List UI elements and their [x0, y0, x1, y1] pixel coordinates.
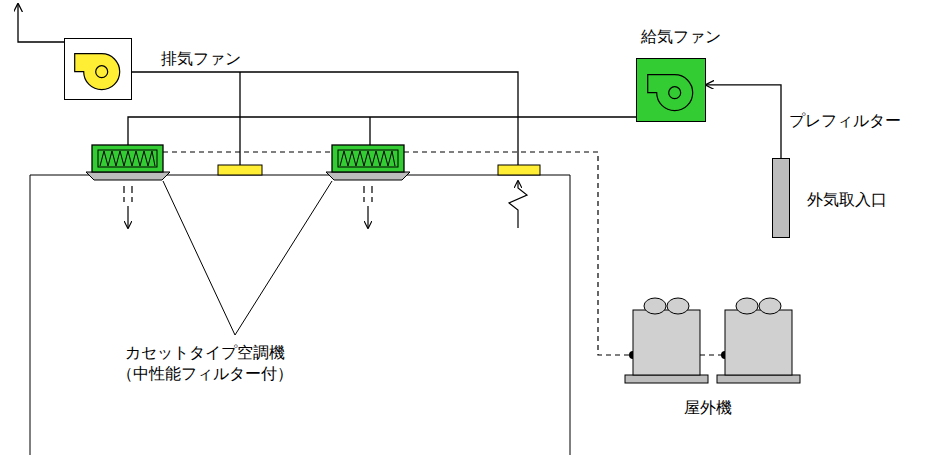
exhaust-airflow [509, 181, 527, 228]
outdoor-unit [625, 298, 708, 383]
cassette-label: カセットタイプ空調機 （中性能フィルター付） [105, 343, 305, 385]
airflow-connector [706, 85, 781, 158]
node-label: 外気取入口 [807, 190, 887, 209]
exhaust-grille [218, 165, 262, 175]
cassette-unit [326, 145, 410, 180]
room-outline [30, 175, 570, 455]
prefilter: プレフィルター外気取入口 [772, 158, 790, 238]
supply-fan: 給気ファン [636, 58, 706, 122]
exhaust-fan: 排気ファン [64, 38, 132, 100]
fan-symbol [65, 39, 130, 98]
exhaust-outlet [18, 4, 64, 42]
node-label: 給気ファン [641, 27, 721, 46]
supply-duct [128, 117, 636, 145]
leader-line [163, 181, 332, 335]
supply-airflow [124, 186, 372, 228]
node-label: 排気ファン [161, 49, 241, 68]
outdoor-unit-label: 屋外機 [684, 398, 732, 419]
fan-symbol [637, 59, 704, 120]
cassette-unit [86, 145, 170, 180]
node-label: プレフィルター [789, 111, 901, 130]
exhaust-grille [498, 165, 540, 175]
outdoor-unit [717, 298, 800, 383]
exhaust-duct [132, 72, 518, 165]
